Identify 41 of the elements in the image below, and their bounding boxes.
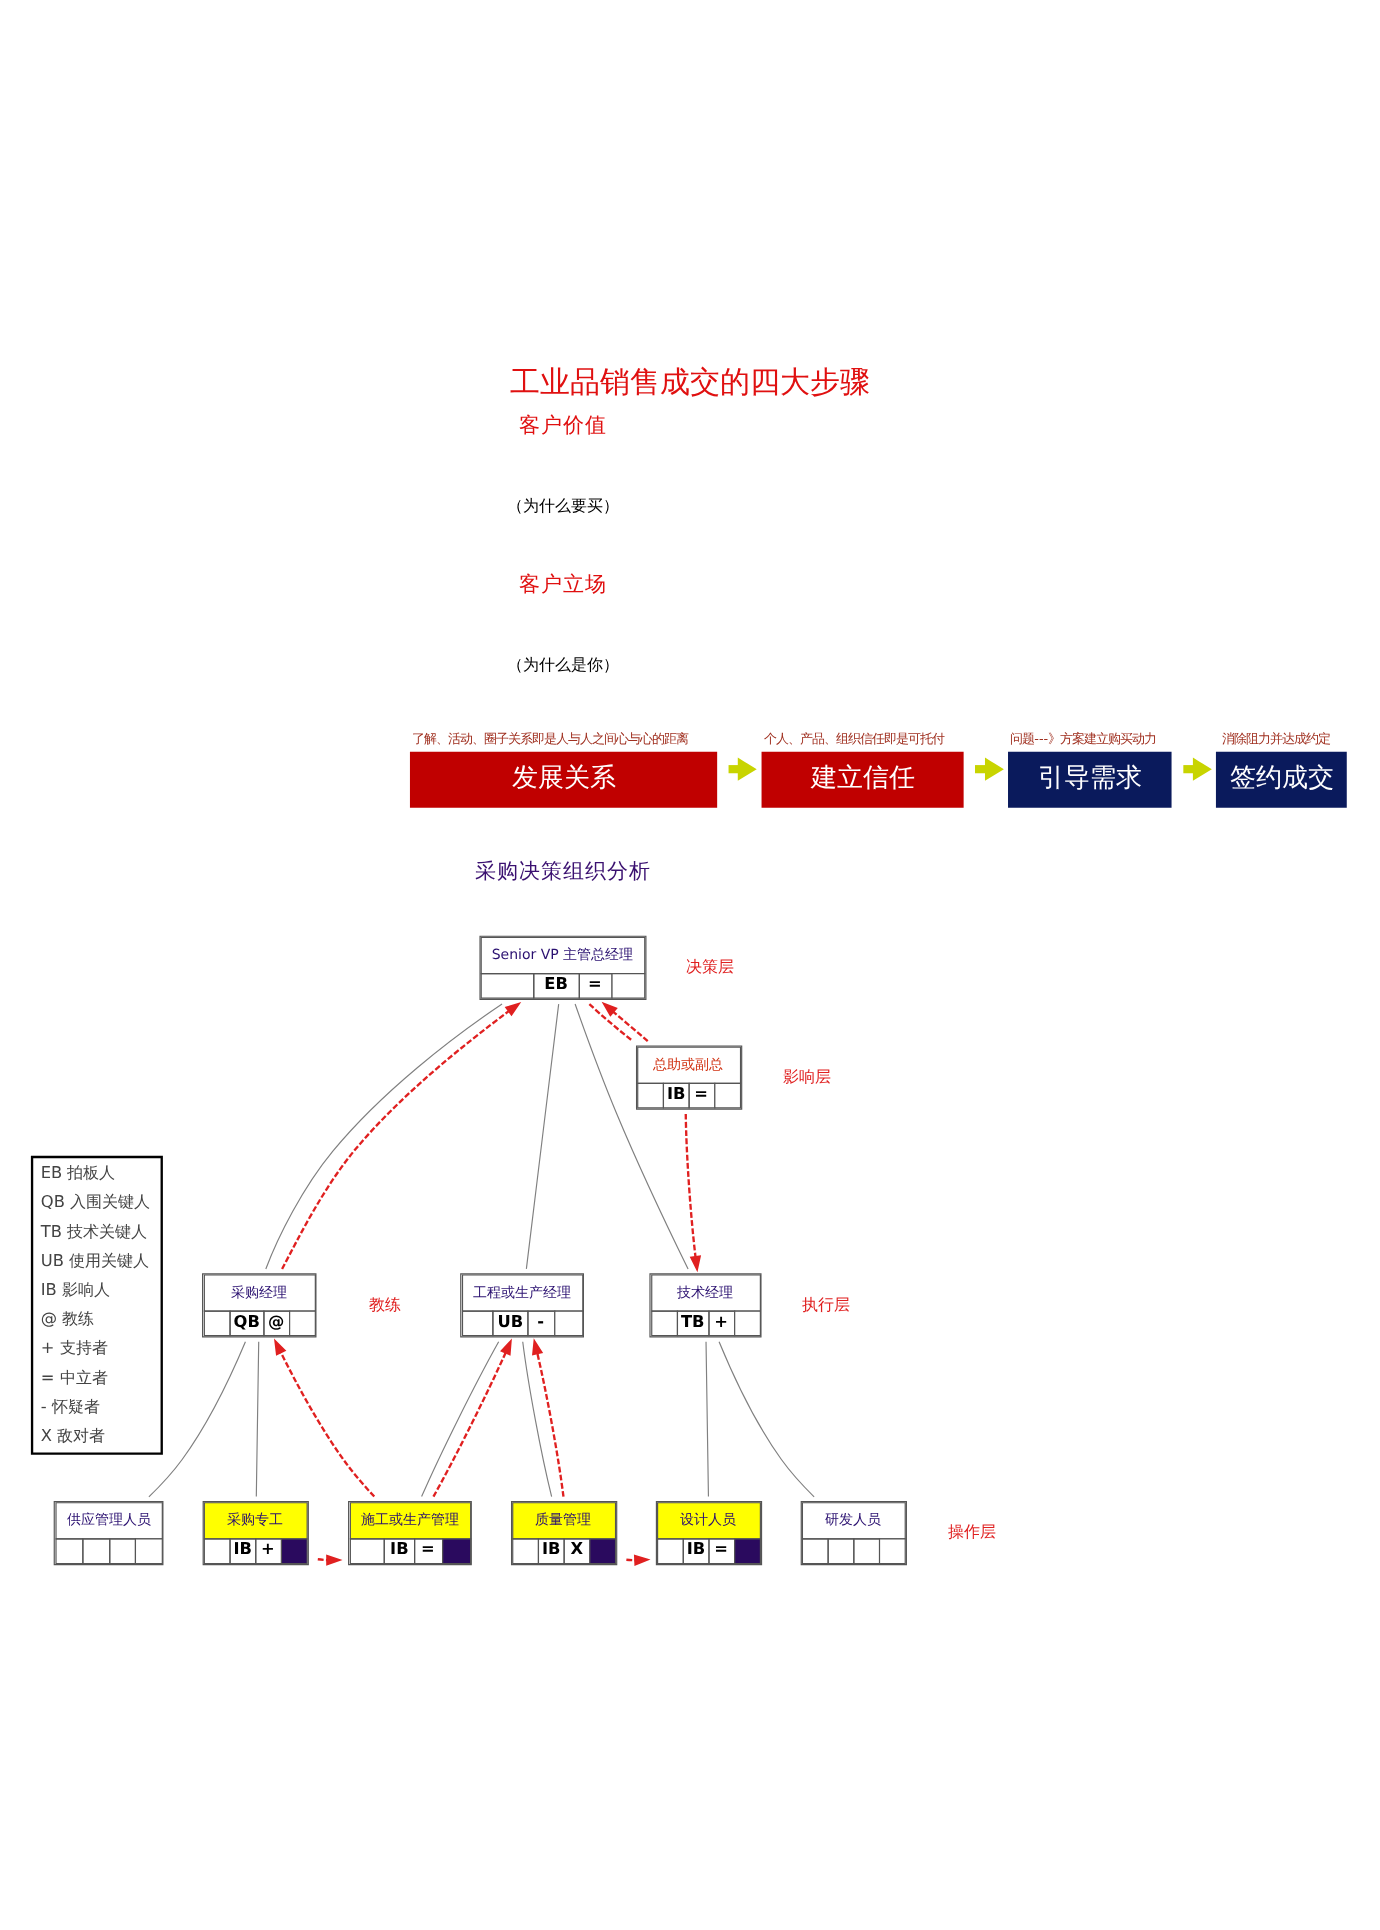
connector [718, 1340, 815, 1497]
legend-label: UB 使用关键人 [40, 1248, 150, 1269]
arrow [317, 1553, 343, 1565]
diagram-title: 工业品销售成交的四大步骤 [510, 362, 870, 399]
connector [255, 1340, 260, 1497]
node-box: 签约成交 [1215, 750, 1347, 807]
label: 操作层 [947, 1520, 996, 1541]
connector [525, 1002, 560, 1269]
connector [574, 1002, 689, 1269]
node-box: 引导需求 [1008, 750, 1172, 807]
legend-label: = 中立者 [40, 1365, 108, 1386]
arrow [532, 1337, 565, 1496]
arrow [626, 1553, 651, 1566]
label: 客户价值 [518, 413, 607, 438]
legend-label: X 敌对者 [40, 1424, 106, 1445]
arrow [684, 1112, 702, 1272]
legend-label: TB 技术关键人 [40, 1219, 148, 1240]
label: 决策层 [686, 955, 735, 976]
label: （为什么要买） [506, 493, 619, 514]
arrow [601, 1000, 649, 1041]
connector [588, 1002, 634, 1042]
label: 影响层 [783, 1064, 832, 1085]
connector [522, 1340, 553, 1497]
arrow [274, 1337, 376, 1497]
label: 客户立场 [518, 571, 607, 596]
node-box: 发展关系 [409, 750, 718, 807]
label: （为什么是你） [506, 652, 619, 673]
legend-label: + 支持者 [40, 1336, 108, 1357]
connector [148, 1340, 246, 1497]
legend-label: EB 拍板人 [40, 1161, 116, 1182]
label: 采购决策组织分析 [474, 859, 651, 884]
label: 执行层 [801, 1292, 850, 1313]
legend-label: @ 教练 [40, 1307, 95, 1328]
legend-label: - 怀疑者 [40, 1394, 100, 1415]
connector [421, 1340, 500, 1497]
legend-label: IB 影响人 [40, 1278, 111, 1299]
legend-label: QB 入围关键人 [40, 1190, 151, 1211]
arrow [432, 1337, 512, 1497]
label: 教练 [369, 1292, 402, 1313]
node-box: 建立信任 [761, 750, 964, 807]
connector [705, 1340, 709, 1497]
